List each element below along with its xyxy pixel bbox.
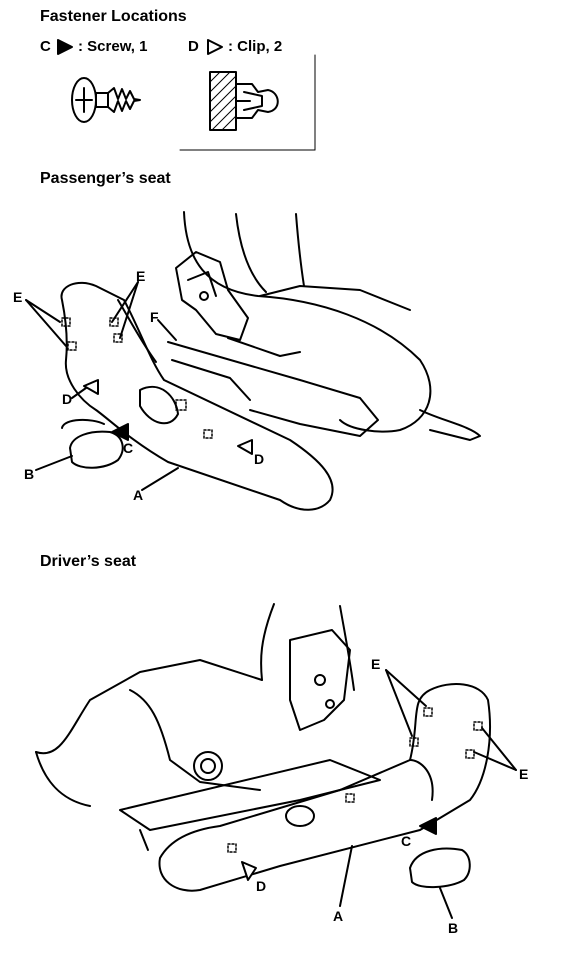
driver-seat-title: Driver’s seat <box>40 553 137 570</box>
legend-clip-letter: D <box>188 38 199 55</box>
driver-callout-c: C <box>401 833 412 849</box>
driver-callout-b: B <box>448 920 459 936</box>
passenger-callout-e-left: E <box>13 289 23 305</box>
passenger-callout-e-top: E <box>136 268 146 284</box>
clip-illustration <box>209 71 279 131</box>
passenger-callout-d-right: D <box>254 451 265 467</box>
driver-callout-d: D <box>256 878 267 894</box>
passenger-callout-b: B <box>24 466 35 482</box>
driver-callout-e-right: E <box>519 766 529 782</box>
passenger-callout-d-left: D <box>62 391 73 407</box>
legend-screw-letter: C <box>40 38 51 55</box>
fastener-locations-title: Fastener Locations <box>40 8 187 25</box>
driver-seat-drawing <box>35 603 517 919</box>
passenger-seat-drawing <box>25 211 481 511</box>
legend-clip-label: : Clip, 2 <box>228 38 283 55</box>
driver-callout-a: A <box>333 908 344 924</box>
passenger-callout-a: A <box>133 487 144 503</box>
passenger-seat-title: Passenger’s seat <box>40 170 171 187</box>
legend-screw-label: : Screw, 1 <box>78 38 148 55</box>
passenger-callout-c: C <box>123 440 134 456</box>
driver-callout-e-top: E <box>371 656 381 672</box>
passenger-callout-f: F <box>150 309 159 325</box>
outline-triangle-icon <box>207 39 223 55</box>
filled-triangle-icon <box>57 39 73 55</box>
screw-illustration <box>71 77 141 123</box>
legend-frame <box>179 54 316 151</box>
